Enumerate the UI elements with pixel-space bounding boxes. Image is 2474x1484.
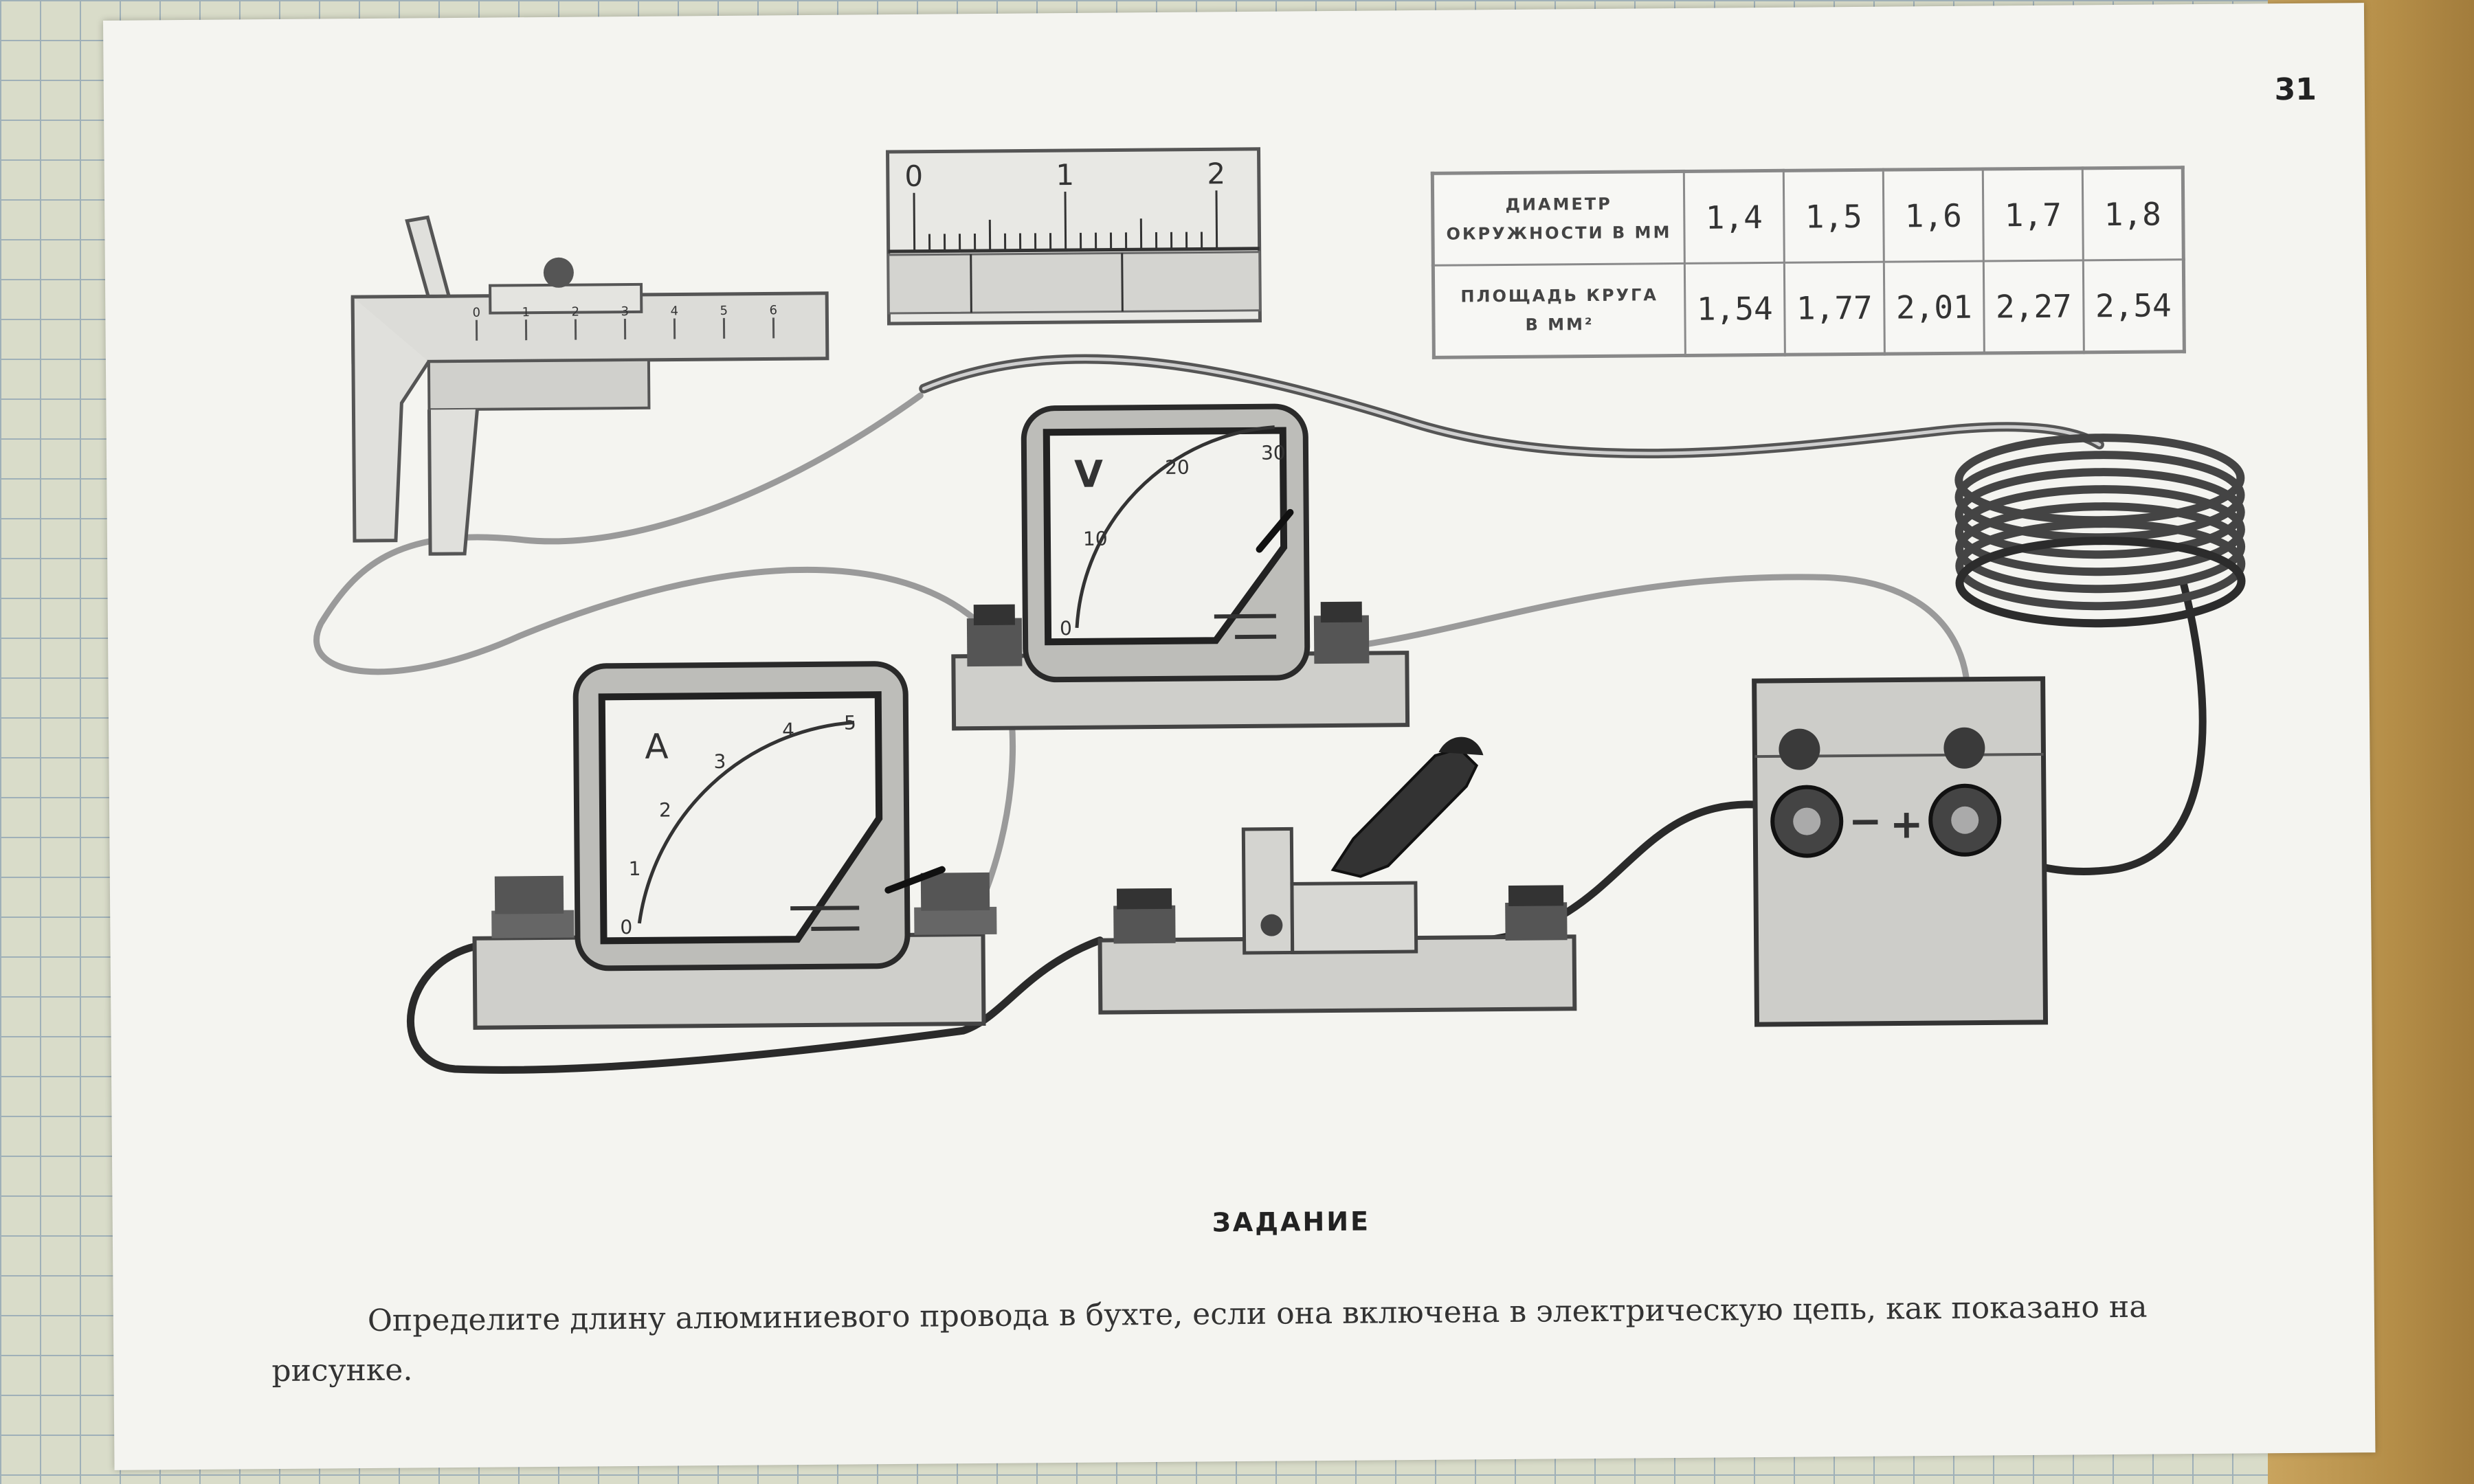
- caliper-tick-6: 6: [770, 303, 778, 317]
- table-cell: 2,54: [2083, 259, 2185, 352]
- voltmeter-tick-10: 10: [1083, 528, 1108, 550]
- table-header-line: ПЛОЩАДЬ КРУГА: [1460, 285, 1659, 306]
- table-header-diameter: ДИАМЕТР ОКРУЖНОСТИ В ММ: [1432, 171, 1685, 266]
- wire-coil: [1954, 434, 2246, 628]
- table-cell: 1,77: [1784, 262, 1885, 355]
- ruler: 0 1 2: [886, 147, 1262, 326]
- voltmeter-button: [966, 601, 1370, 667]
- caliper: 0 1 2 3 4 5 6: [350, 215, 829, 556]
- wire-ammeter-left: [407, 936, 1104, 1074]
- table-cell: 1,5: [1783, 170, 1884, 263]
- ammeter-symbol: A: [645, 727, 669, 767]
- ammeter-tick-1: 1: [629, 857, 641, 880]
- table-cell: 1,6: [1883, 169, 1984, 262]
- table-cell: 1,7: [1983, 168, 2084, 262]
- ruler-tick-1: 1: [1056, 158, 1074, 192]
- ammeter-needle: [884, 866, 946, 894]
- task-text: Определите длину алюминиевого провода в …: [271, 1289, 2148, 1389]
- voltmeter-needle: [1256, 508, 1294, 553]
- table-cell: 1,8: [2082, 167, 2184, 260]
- voltmeter-symbol: V: [1074, 453, 1103, 496]
- table-row-diameter: ДИАМЕТР ОКРУЖНОСТИ В ММ 1,4 1,5 1,6 1,7 …: [1432, 167, 2184, 266]
- battery: − +: [1752, 676, 2049, 1027]
- ammeter-tick-3: 3: [713, 750, 726, 773]
- knife-switch: [1097, 737, 1577, 1015]
- caliper-tick-0: 0: [473, 306, 481, 320]
- ammeter-tick-2: 2: [659, 799, 671, 822]
- caliper-tick-2: 2: [572, 305, 580, 319]
- ammeter-tick-4: 4: [782, 719, 794, 741]
- task-heading: ЗАДАНИЕ: [1212, 1206, 1371, 1238]
- table-cell: 1,4: [1684, 170, 1785, 264]
- table-cell: 2,01: [1884, 261, 1985, 355]
- ruler-tick-2: 2: [1207, 157, 1225, 190]
- table-header-line: ДИАМЕТР: [1505, 194, 1612, 214]
- ruler-tick-0: 0: [904, 159, 923, 193]
- table-header-line: В ММ²: [1525, 314, 1594, 335]
- table-header-line: ОКРУЖНОСТИ В ММ: [1446, 223, 1672, 244]
- ammeter-tick-0: 0: [620, 916, 632, 938]
- caliper-tick-4: 4: [671, 304, 679, 318]
- caliper-tick-1: 1: [522, 305, 531, 319]
- circuit-illustration: 0 1 2 0 1 2 3 4 5 6: [313, 147, 2246, 1074]
- table-header-area: ПЛОЩАДЬ КРУГА В ММ²: [1433, 263, 1686, 358]
- voltmeter-tick-0: 0: [1060, 617, 1072, 640]
- ammeter: A 0 1 2 3 4 5: [472, 661, 997, 1030]
- diameter-area-table: ДИАМЕТР ОКРУЖНОСТИ В ММ 1,4 1,5 1,6 1,7 …: [1430, 166, 2186, 359]
- battery-minus-label: −: [1849, 798, 1882, 844]
- battery-plus-label: +: [1890, 800, 1924, 847]
- voltmeter-tick-30: 30: [1261, 442, 1286, 464]
- table-row-area: ПЛОЩАДЬ КРУГА В ММ² 1,54 1,77 2,01 2,27 …: [1433, 259, 2185, 358]
- voltmeter-tick-20: 20: [1165, 456, 1190, 479]
- voltmeter: V 0 10 20 30: [951, 403, 1410, 731]
- caliper-tick-3: 3: [621, 304, 629, 319]
- table-cell: 2,27: [1983, 260, 2084, 354]
- textbook-page: 31: [103, 3, 2376, 1470]
- caliper-tick-5: 5: [720, 304, 728, 318]
- ammeter-tick-5: 5: [844, 711, 856, 734]
- table-cell: 1,54: [1684, 262, 1785, 356]
